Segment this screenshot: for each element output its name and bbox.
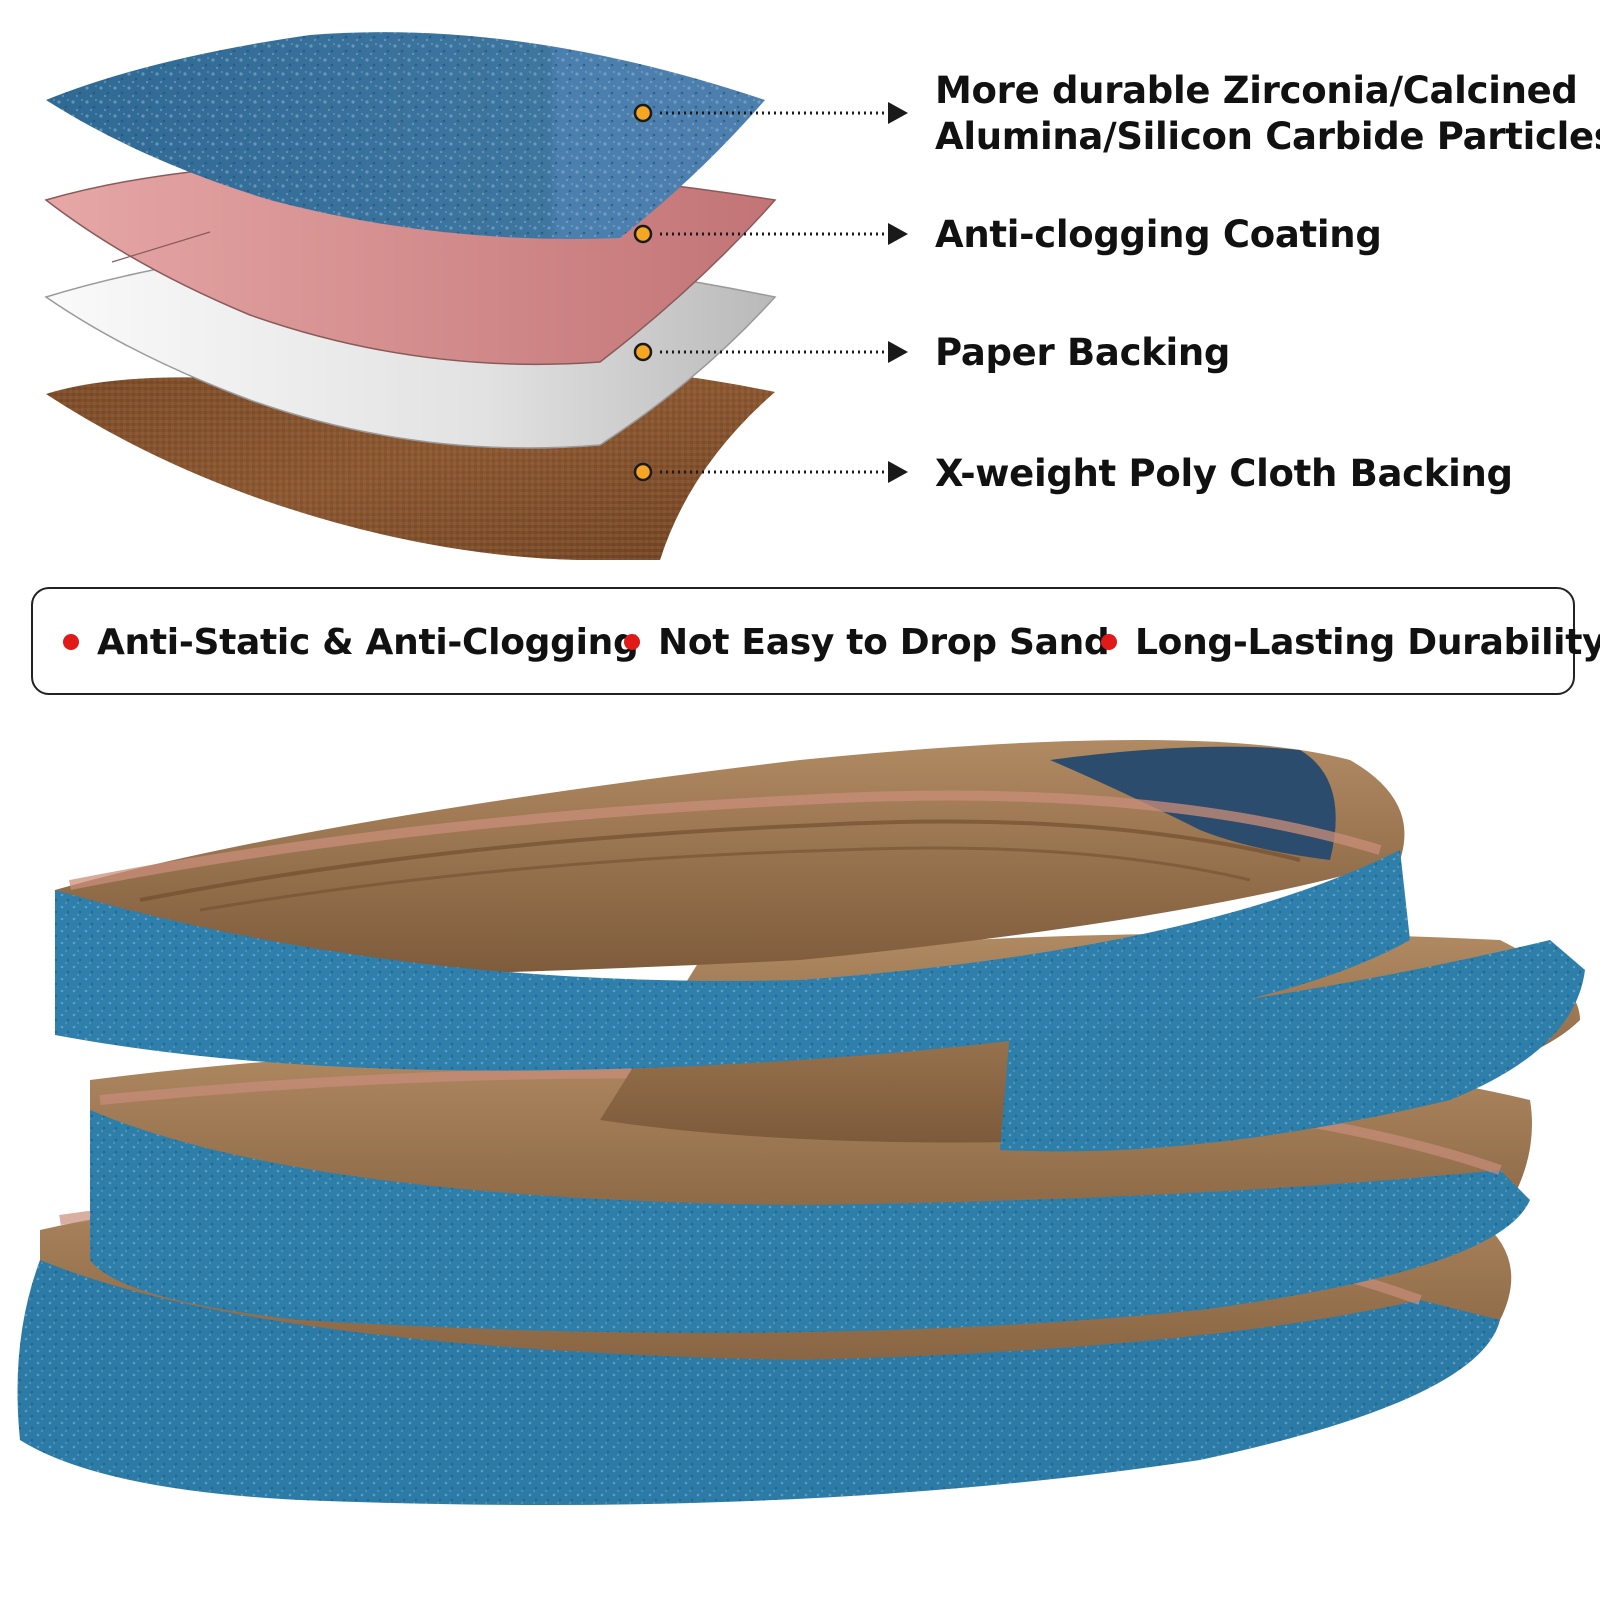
label-grit-line-2: Alumina/Silicon Carbide Particles — [935, 115, 1600, 158]
label-cloth-line-1: X-weight Poly Cloth Backing — [935, 452, 1513, 495]
label-coating-line-1: Anti-clogging Coating — [935, 213, 1382, 256]
label-coating: Anti-clogging Coating — [935, 212, 1382, 258]
feature-not-easy-to-drop-sand: Not Easy to Drop Sand — [624, 619, 1110, 665]
label-paper-line-1: Paper Backing — [935, 331, 1231, 374]
label-grit-line-1: More durable Zirconia/Calcined — [935, 69, 1578, 112]
sanding-belts-photo — [17, 740, 1585, 1505]
features-box: Anti-Static & Anti-Clogging Not Easy to … — [31, 587, 1600, 695]
feature-text: Long-Lasting Durability — [1135, 621, 1600, 663]
feature-text: Anti-Static & Anti-Clogging — [97, 621, 639, 663]
pointer-marker-paper — [633, 342, 653, 362]
label-paper: Paper Backing — [935, 330, 1230, 376]
label-cloth: X-weight Poly Cloth Backing — [935, 451, 1513, 497]
pointer-marker-cloth — [633, 462, 653, 482]
feature-long-lasting: Long-Lasting Durability — [1101, 619, 1600, 665]
sanding-belt-top — [55, 740, 1410, 1071]
pointer-marker-coating — [633, 224, 653, 244]
feature-anti-static: Anti-Static & Anti-Clogging — [63, 619, 639, 665]
pointer-arrow-icon — [888, 102, 908, 124]
layer-abrasive-grit — [46, 32, 765, 239]
pointer-lines — [633, 102, 908, 483]
layers-diagram — [44, 32, 908, 560]
pointer-marker-grit — [633, 103, 653, 123]
feature-text: Not Easy to Drop Sand — [658, 621, 1110, 663]
pointer-arrow-icon — [888, 461, 908, 483]
red-dot-icon — [63, 634, 79, 650]
label-grit: More durable Zirconia/Calcined Alumina/S… — [935, 68, 1600, 160]
red-dot-icon — [624, 634, 640, 650]
pointer-arrow-icon — [888, 223, 908, 245]
red-dot-icon — [1101, 634, 1117, 650]
pointer-arrow-icon — [888, 341, 908, 363]
sanding-belt-middle — [90, 1040, 1532, 1333]
